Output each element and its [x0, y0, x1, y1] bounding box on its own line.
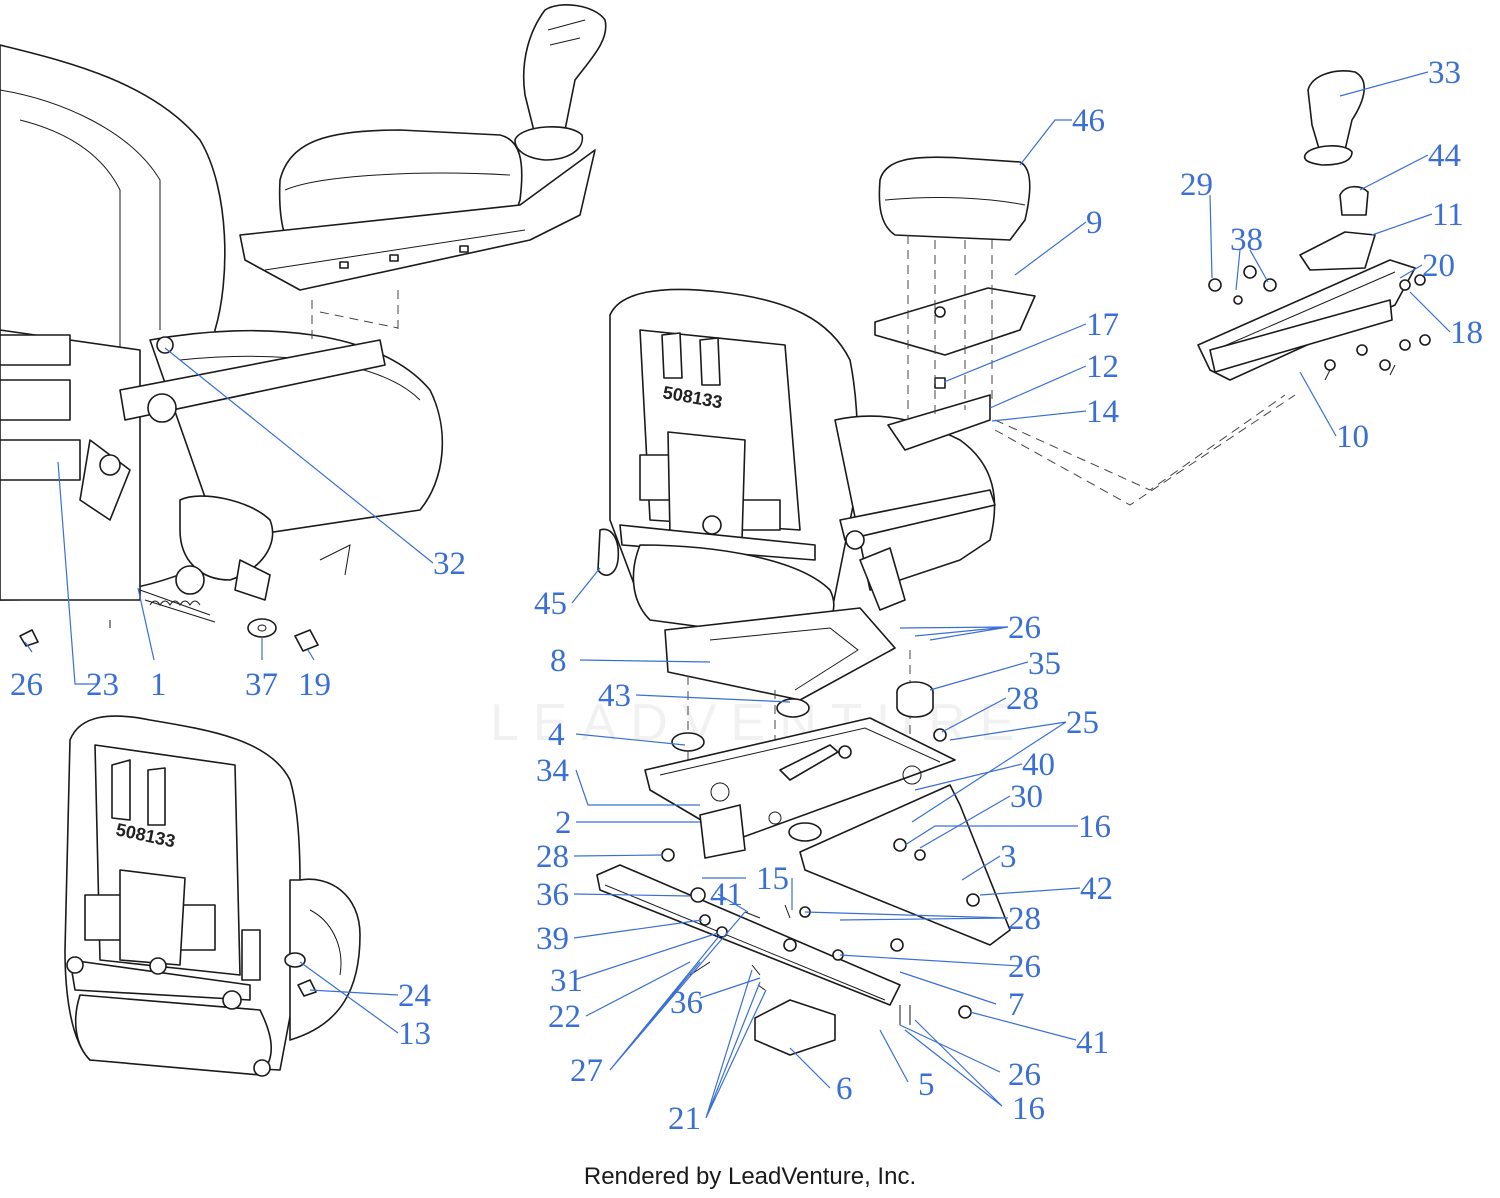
- callout-17: 17: [1086, 307, 1119, 343]
- callout-16-b: 16: [1012, 1091, 1045, 1127]
- callout-15: 15: [756, 861, 789, 897]
- callout-11: 11: [1432, 197, 1464, 233]
- callout-28-b: 28: [536, 839, 569, 875]
- callout-leaders: [24, 71, 1451, 1119]
- callout-35: 35: [1028, 646, 1061, 682]
- callout-26-a: 26: [1008, 610, 1041, 646]
- callout-22: 22: [548, 999, 581, 1035]
- callout-26-b: 26: [1008, 949, 1041, 985]
- callout-32: 32: [433, 546, 466, 582]
- callout-31: 31: [550, 963, 583, 999]
- callout-1: 1: [150, 667, 167, 703]
- callout-3: 3: [1000, 839, 1017, 875]
- callout-45: 45: [534, 586, 567, 622]
- render-credit-footer: Rendered by LeadVenture, Inc.: [583, 1163, 917, 1190]
- callout-labels: 33 46 44 29 38 11 9 20 18 17 12 14 10 32…: [10, 55, 1483, 1137]
- callout-25: 25: [1066, 705, 1099, 741]
- callout-18: 18: [1450, 315, 1483, 351]
- callout-34: 34: [536, 753, 569, 789]
- callout-46: 46: [1072, 103, 1105, 139]
- callout-7: 7: [1008, 987, 1025, 1023]
- callout-39: 39: [536, 921, 569, 957]
- seat-side-view-top-left: [0, 4, 607, 652]
- callout-42: 42: [1080, 871, 1113, 907]
- callout-2: 2: [555, 805, 572, 841]
- callout-28-a: 28: [1006, 681, 1039, 717]
- seat-rear-view-bottom-left: 508133: [64, 715, 361, 1077]
- callout-33: 33: [1428, 55, 1461, 91]
- callout-14: 14: [1086, 394, 1119, 430]
- callout-8: 8: [550, 643, 567, 679]
- callout-28-c: 28: [1008, 901, 1041, 937]
- callout-23: 23: [86, 667, 119, 703]
- callout-10: 10: [1336, 419, 1369, 455]
- callout-4: 4: [548, 717, 565, 753]
- callout-36-a: 36: [536, 877, 569, 913]
- callout-19: 19: [298, 667, 331, 703]
- callout-26-d: 26: [10, 667, 43, 703]
- callout-41-a: 41: [710, 877, 743, 913]
- callout-44: 44: [1428, 138, 1461, 174]
- callout-13: 13: [398, 1016, 431, 1052]
- callout-41-b: 41: [1076, 1025, 1109, 1061]
- callout-21: 21: [668, 1101, 701, 1137]
- callout-37: 37: [245, 667, 278, 703]
- callout-26-c: 26: [1008, 1057, 1041, 1093]
- seat-center-assembly: 508133: [596, 156, 1296, 1056]
- callout-24: 24: [398, 978, 431, 1014]
- callout-38: 38: [1230, 222, 1263, 258]
- callout-40: 40: [1022, 747, 1055, 783]
- callout-29: 29: [1180, 167, 1213, 203]
- callout-5: 5: [918, 1067, 935, 1103]
- callout-43: 43: [598, 678, 631, 714]
- callout-9: 9: [1086, 205, 1103, 241]
- callout-20: 20: [1422, 248, 1455, 284]
- callout-36-b: 36: [670, 985, 703, 1021]
- callout-30: 30: [1010, 779, 1043, 815]
- callout-12: 12: [1086, 349, 1119, 385]
- callout-16-a: 16: [1078, 809, 1111, 845]
- armrest-assembly-right: [1197, 70, 1431, 381]
- callout-27: 27: [570, 1053, 603, 1089]
- callout-6: 6: [836, 1071, 853, 1107]
